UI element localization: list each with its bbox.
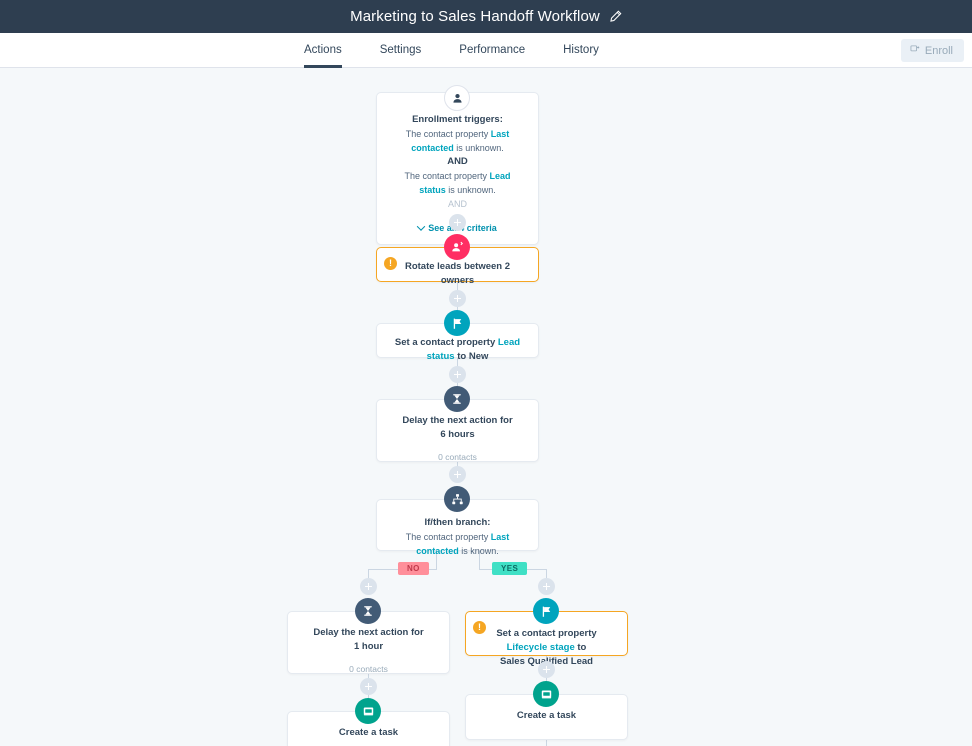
flag-icon — [533, 598, 559, 624]
property-lead-status[interactable]: Lead status — [419, 171, 511, 195]
add-step-button[interactable] — [360, 578, 377, 595]
set-suffix: to — [574, 642, 587, 653]
pencil-icon[interactable] — [609, 10, 622, 23]
person-icon — [444, 85, 470, 111]
enrollment-criterion-2: The contact property Lead status is unkn… — [391, 169, 524, 197]
workflow-canvas[interactable]: Enrollment triggers: The contact propert… — [0, 69, 972, 746]
tab-bar: Actions Settings Performance History Enr… — [0, 33, 972, 68]
branch-prefix: The contact property — [405, 532, 491, 542]
tab-actions[interactable]: Actions — [304, 44, 342, 68]
property-last-contacted[interactable]: Last contacted — [416, 532, 510, 556]
set-suffix: to New — [454, 351, 489, 362]
delay-title-line1: Delay the next action for — [402, 415, 513, 426]
delay-6-hours-body: Delay the next action for 6 hours 0 cont… — [377, 400, 538, 472]
title-wrap: Marketing to Sales Handoff Workflow — [350, 8, 622, 25]
enroll-icon — [910, 44, 920, 57]
create-task-title: Create a task — [516, 710, 577, 721]
hourglass-icon — [444, 386, 470, 412]
set-prefix: Set a contact property — [496, 628, 597, 639]
add-step-button[interactable] — [538, 578, 555, 595]
branch-condition: The contact property Last contacted is k… — [391, 530, 524, 558]
delay-title-line1: Delay the next action for — [313, 627, 424, 638]
task-icon — [355, 698, 381, 724]
task-icon — [533, 681, 559, 707]
connector-line — [436, 551, 437, 569]
add-step-button[interactable] — [449, 290, 466, 307]
property-lead-status[interactable]: Lead status — [426, 337, 521, 362]
tab-performance[interactable]: Performance — [459, 44, 526, 56]
branch-label-no: NO — [398, 562, 429, 575]
set-prefix: Set a contact property — [394, 337, 498, 348]
set-lead-status-title: Set a contact property Lead status to Ne… — [391, 336, 524, 364]
hourglass-icon — [355, 598, 381, 624]
page-title: Marketing to Sales Handoff Workflow — [350, 8, 600, 25]
branch-suffix: is known. — [458, 546, 499, 556]
delay-title-line2: 1 hour — [353, 641, 384, 652]
set-lifecycle-stage-card[interactable]: ! Set a contact property Lifecycle stage… — [465, 611, 628, 667]
enrollment-operator-2: AND — [447, 199, 467, 209]
branch-icon — [444, 486, 470, 512]
property-lifecycle-stage[interactable]: Lifecycle stage — [506, 642, 575, 653]
connector-line — [546, 569, 547, 586]
connector-line — [368, 569, 369, 586]
criterion-suffix: is unknown. — [453, 143, 504, 153]
rotate-owner-icon — [444, 234, 470, 260]
criterion-prefix: The contact property — [404, 171, 490, 181]
create-task-yes-card[interactable]: Create a task — [465, 694, 628, 740]
warning-badge[interactable]: ! — [473, 621, 486, 634]
branch-label-yes: YES — [492, 562, 528, 575]
if-then-branch-card[interactable]: If/then branch: The contact property Las… — [376, 499, 539, 556]
warning-badge[interactable]: ! — [384, 257, 397, 270]
tab-settings[interactable]: Settings — [379, 44, 422, 56]
enroll-label: Enroll — [924, 44, 953, 57]
add-step-button[interactable] — [449, 366, 466, 383]
delay-1-hour-body: Delay the next action for 1 hour 0 conta… — [288, 612, 449, 684]
set-lifecycle-title: Set a contact property Lifecycle stage t… — [480, 627, 613, 655]
delay-contacts-count: 0 contacts — [438, 452, 477, 462]
property-last-contacted[interactable]: Last contacted — [411, 129, 510, 153]
if-then-branch-body: If/then branch: The contact property Las… — [377, 500, 538, 568]
connector-line — [479, 551, 480, 569]
enrollment-criterion-1: The contact property Last contacted is u… — [391, 127, 524, 155]
rotate-title: Rotate leads between 2 owners — [404, 261, 511, 286]
branch-title: If/then branch: — [424, 517, 491, 528]
set-lead-status-body: Set a contact property Lead status to Ne… — [377, 324, 538, 376]
criterion-suffix: is unknown. — [445, 185, 496, 195]
enrollment-title: Enrollment triggers: — [412, 114, 503, 125]
tab-history[interactable]: History — [563, 44, 599, 56]
add-step-button[interactable] — [538, 661, 555, 678]
rotate-card-body: Rotate leads between 2 owners — [377, 248, 538, 300]
create-task-no-body: Create a task — [288, 712, 449, 746]
enrollment-trigger-card[interactable]: Enrollment triggers: The contact propert… — [376, 92, 539, 245]
criterion-prefix: The contact property — [405, 129, 491, 139]
enroll-button[interactable]: Enroll — [900, 39, 964, 62]
add-step-button[interactable] — [449, 214, 466, 231]
enrollment-operator-1: AND — [447, 156, 468, 167]
delay-6-hours-card[interactable]: Delay the next action for 6 hours 0 cont… — [376, 399, 539, 462]
create-task-yes-body: Create a task — [466, 695, 627, 737]
create-task-title: Create a task — [338, 727, 399, 738]
delay-title-line2: 6 hours — [440, 429, 475, 440]
connector-line — [546, 740, 547, 746]
add-step-button[interactable] — [449, 466, 466, 483]
add-step-button[interactable] — [360, 678, 377, 695]
delay-contacts-count: 0 contacts — [349, 664, 388, 674]
tab-list: Actions Settings Performance History — [304, 43, 637, 68]
chevron-down-icon — [416, 222, 426, 231]
flag-icon — [444, 310, 470, 336]
app-header: Marketing to Sales Handoff Workflow — [0, 0, 972, 33]
